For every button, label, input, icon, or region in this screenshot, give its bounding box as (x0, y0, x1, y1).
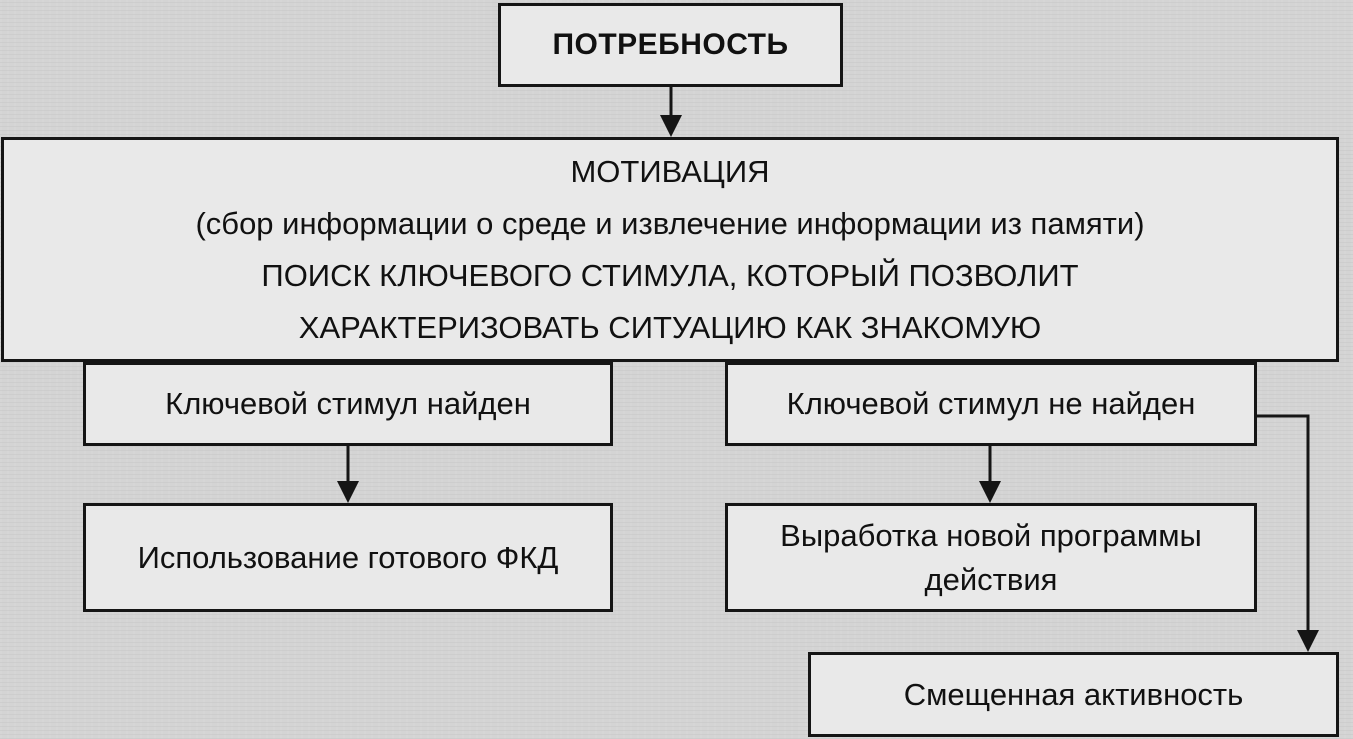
need-box: ПОТРЕБНОСТЬ (498, 3, 843, 87)
stimulus-not-found-label: Ключевой стимул не найден (786, 386, 1196, 421)
stimulus-found-label: Ключевой стимул найден (165, 386, 531, 421)
ready-program-box: Использование готового ФКД (83, 503, 613, 612)
ready-program-label: Использование готового ФКД (137, 539, 559, 575)
new-program-box: Выработка новой программы действия (725, 503, 1257, 612)
motivation-box: МОТИВАЦИЯ (сбор информации о среде и изв… (1, 137, 1339, 362)
arrow-not-found-to-displaced-activity (1257, 414, 1310, 634)
new-program-line-1: Выработка новой программы (780, 517, 1202, 553)
arrowhead-need-to-motivation (660, 115, 682, 137)
arrowhead-found-to-ready-program (337, 481, 359, 503)
displaced-activity-box: Смещенная активность (808, 652, 1339, 737)
new-program-line-2: действия (924, 561, 1058, 597)
arrowhead-not-found-to-new-program (979, 481, 1001, 503)
motivation-search-line-2: ХАРАКТЕРИЗОВАТЬ СИТУАЦИЮ КАК ЗНАКОМУЮ (298, 309, 1042, 345)
displaced-activity-label: Смещенная активность (903, 676, 1244, 712)
motivation-title: МОТИВАЦИЯ (570, 153, 770, 189)
need-label: ПОТРЕБНОСТЬ (552, 28, 789, 61)
stimulus-found-box: Ключевой стимул найден (83, 362, 613, 446)
motivation-subtitle: (сбор информации о среде и извлечение ин… (195, 205, 1145, 241)
motivation-search-line-1: ПОИСК КЛЮЧЕВОГО СТИМУЛА, КОТОРЫЙ ПОЗВОЛИ… (261, 257, 1079, 293)
arrowhead-not-found-to-displaced-activity (1297, 630, 1319, 652)
stimulus-not-found-box: Ключевой стимул не найден (725, 362, 1257, 446)
